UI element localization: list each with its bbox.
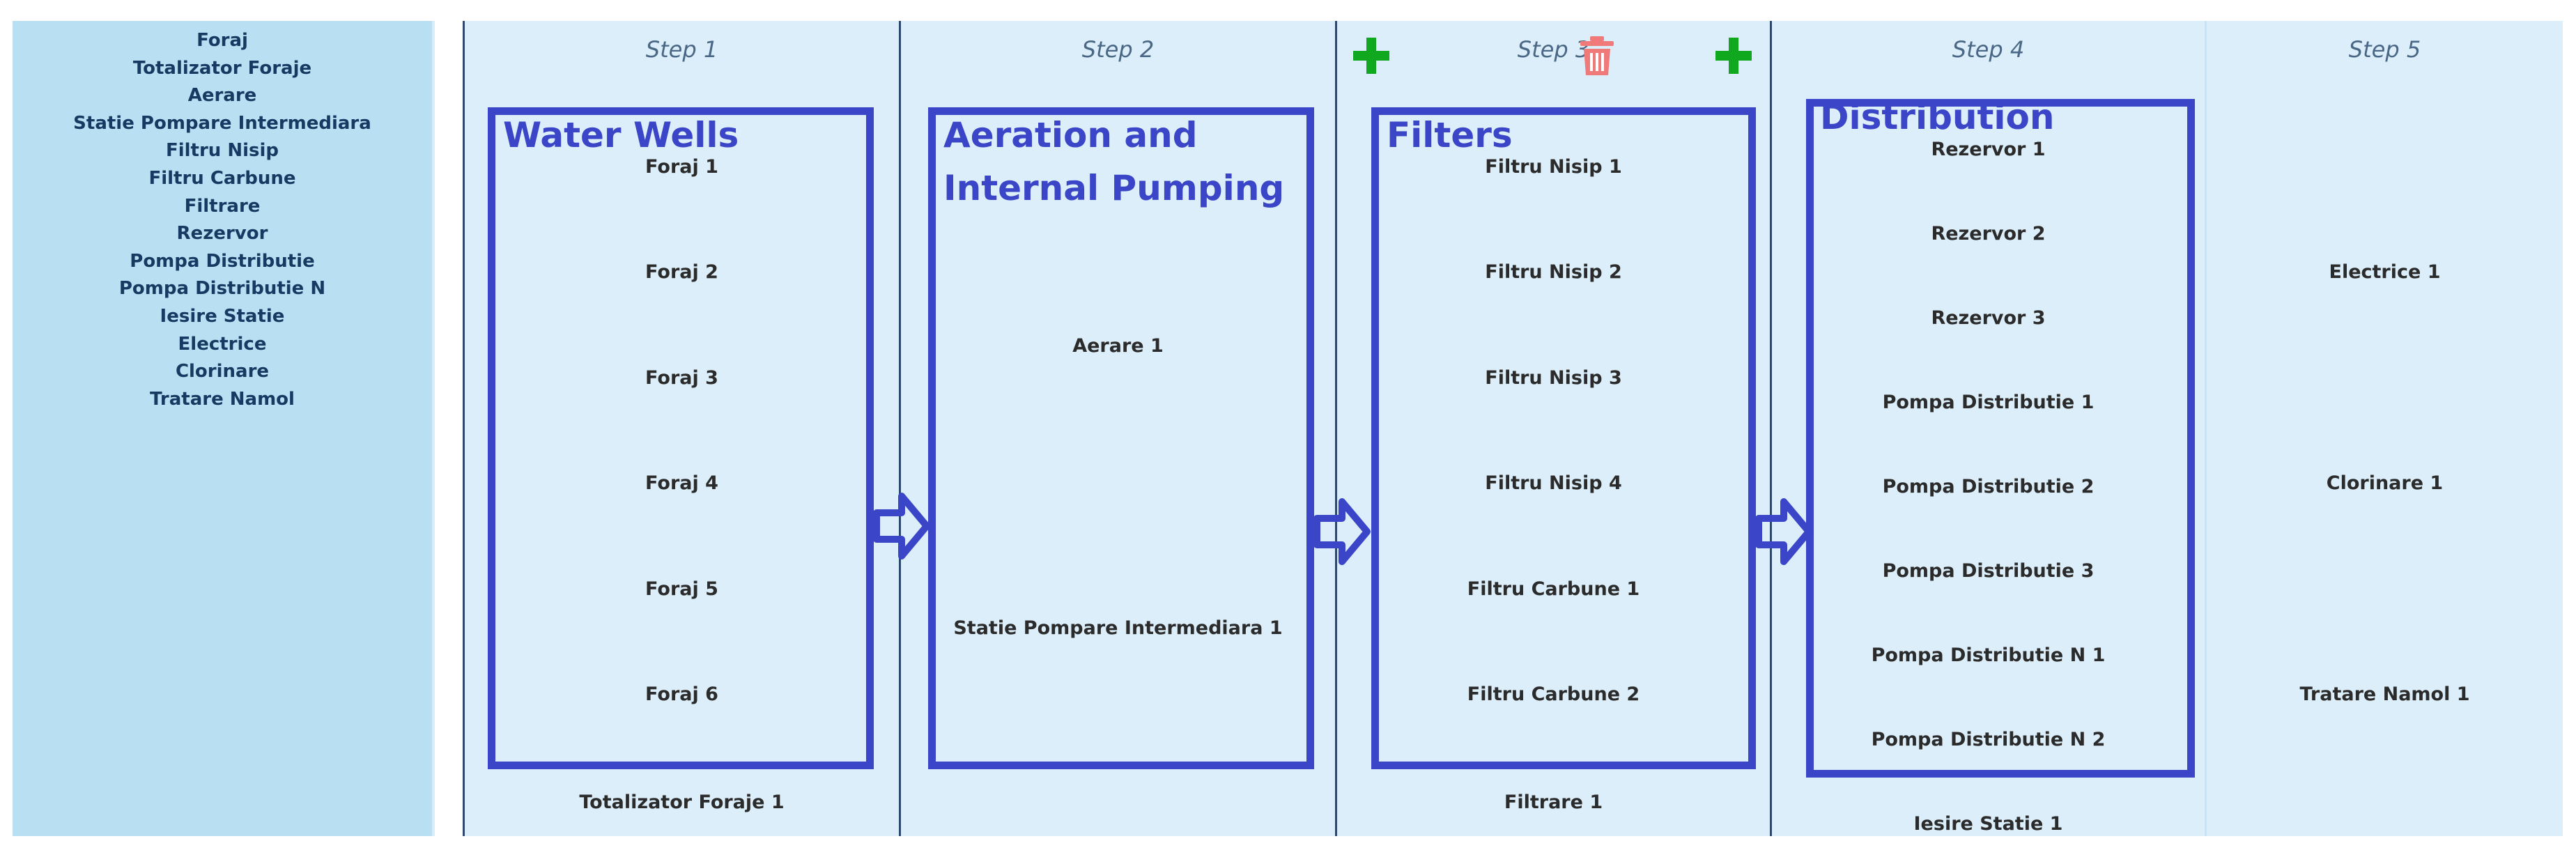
node-foraj-6[interactable]: Foraj 6 — [645, 684, 718, 705]
node-tratare-namol-1[interactable]: Tratare Namol 1 — [2299, 684, 2470, 705]
step-5-header: Step 5 — [2348, 36, 2421, 63]
node-pompa-distributie-2[interactable]: Pompa Distributie 2 — [1882, 476, 2095, 497]
step-column-1: Step 1 Foraj 1 Foraj 2 Foraj 3 Foraj 4 F… — [463, 21, 899, 836]
palette-item-filtru-nisip[interactable]: Filtru Nisip — [165, 140, 279, 162]
step-1-header: Step 1 — [645, 36, 718, 63]
node-foraj-3[interactable]: Foraj 3 — [645, 367, 718, 389]
delete-step-button[interactable] — [1578, 33, 1617, 78]
palette-item-tratare-namol[interactable]: Tratare Namol — [150, 388, 295, 410]
palette-item-rezervor[interactable]: Rezervor — [176, 223, 268, 245]
node-type-palette: Foraj Totalizator Foraje Aerare Statie P… — [13, 21, 435, 836]
step-column-2: Step 2 Aerare 1 Statie Pompare Intermedi… — [899, 21, 1335, 836]
add-step-left-button[interactable] — [1350, 35, 1392, 77]
node-totalizator-foraje-1[interactable]: Totalizator Foraje 1 — [579, 792, 785, 813]
group-box-filters — [1371, 107, 1756, 769]
step-2-header: Step 2 — [1081, 36, 1155, 63]
node-filtrare-1[interactable]: Filtrare 1 — [1504, 792, 1603, 813]
node-filtru-nisip-1[interactable]: Filtru Nisip 1 — [1485, 156, 1622, 178]
node-rezervor-2[interactable]: Rezervor 2 — [1931, 223, 2046, 245]
group-title-aeration-line1: Aeration and — [943, 115, 1198, 155]
group-box-water-wells — [488, 107, 874, 769]
node-filtru-nisip-3[interactable]: Filtru Nisip 3 — [1485, 367, 1622, 389]
trash-icon — [1580, 36, 1614, 75]
node-iesire-statie-1[interactable]: Iesire Statie 1 — [1913, 813, 2063, 835]
palette-item-clorinare[interactable]: Clorinare — [175, 361, 270, 383]
step-3-label: Step 3 — [1517, 36, 1590, 63]
palette-item-electrice[interactable]: Electrice — [178, 333, 267, 355]
node-foraj-2[interactable]: Foraj 2 — [645, 261, 718, 283]
palette-item-statie-pompare[interactable]: Statie Pompare Intermediara — [73, 112, 371, 134]
group-title-distribution: Distribution — [1820, 97, 2055, 137]
palette-item-iesire-statie[interactable]: Iesire Statie — [160, 305, 285, 327]
double-arrow-icon — [1755, 498, 1812, 565]
node-pompa-distributie-1[interactable]: Pompa Distributie 1 — [1882, 392, 2095, 413]
node-foraj-1[interactable]: Foraj 1 — [645, 156, 718, 178]
plus-icon — [1353, 38, 1389, 74]
step-column-4: Step 4 Rezervor 1 Rezervor 2 Rezervor 3 … — [1770, 21, 2205, 836]
node-statie-pompare-intermediara-1[interactable]: Statie Pompare Intermediara 1 — [953, 617, 1283, 639]
node-foraj-4[interactable]: Foraj 4 — [645, 472, 718, 494]
node-pompa-distributie-3[interactable]: Pompa Distributie 3 — [1882, 560, 2095, 582]
node-filtru-nisip-2[interactable]: Filtru Nisip 2 — [1485, 261, 1622, 283]
app-window: Foraj Totalizator Foraje Aerare Statie P… — [13, 21, 2563, 836]
node-rezervor-3[interactable]: Rezervor 3 — [1931, 307, 2046, 329]
palette-item-aerare[interactable]: Aerare — [187, 85, 257, 107]
double-arrow-icon — [873, 493, 930, 559]
palette-item-pompa-distributie-n[interactable]: Pompa Distributie N — [118, 278, 326, 300]
node-electrice-1[interactable]: Electrice 1 — [2329, 261, 2441, 283]
node-pompa-distributie-n-2[interactable]: Pompa Distributie N 2 — [1871, 729, 2106, 750]
step-column-5: Step 5 Electrice 1 Clorinare 1 Tratare N… — [2205, 21, 2563, 836]
group-box-aeration — [928, 107, 1314, 769]
palette-item-foraj[interactable]: Foraj — [196, 30, 248, 51]
plus-icon — [1715, 38, 1752, 74]
palette-item-filtru-carbune[interactable]: Filtru Carbune — [148, 167, 296, 189]
palette-item-totalizator-foraje[interactable]: Totalizator Foraje — [132, 57, 312, 79]
group-box-distribution — [1806, 99, 2195, 778]
node-clorinare-1[interactable]: Clorinare 1 — [2326, 472, 2444, 494]
add-step-right-button[interactable] — [1713, 35, 1754, 77]
palette-item-pompa-distributie[interactable]: Pompa Distributie — [130, 250, 315, 272]
node-filtru-nisip-4[interactable]: Filtru Nisip 4 — [1485, 472, 1622, 494]
group-title-aeration-line2: Internal Pumping — [943, 168, 1285, 208]
step-3-header: Step 3 — [1337, 36, 1770, 63]
node-rezervor-1[interactable]: Rezervor 1 — [1931, 139, 2046, 160]
step-column-3: Step 3 Filtru Nisip 1 Filtru Nisip 2 Fil… — [1335, 21, 1770, 836]
palette-item-filtrare[interactable]: Filtrare — [184, 195, 261, 217]
step-canvas: Step 1 Foraj 1 Foraj 2 Foraj 3 Foraj 4 F… — [463, 21, 2563, 836]
node-pompa-distributie-n-1[interactable]: Pompa Distributie N 1 — [1871, 644, 2106, 666]
step-4-header: Step 4 — [1952, 36, 2025, 63]
node-filtru-carbune-1[interactable]: Filtru Carbune 1 — [1467, 578, 1640, 600]
group-title-filters: Filters — [1387, 115, 1513, 155]
node-aerare-1[interactable]: Aerare 1 — [1072, 335, 1164, 357]
group-title-water-wells: Water Wells — [503, 115, 739, 155]
node-filtru-carbune-2[interactable]: Filtru Carbune 2 — [1467, 684, 1640, 705]
node-foraj-5[interactable]: Foraj 5 — [645, 578, 718, 600]
double-arrow-icon — [1313, 498, 1371, 565]
